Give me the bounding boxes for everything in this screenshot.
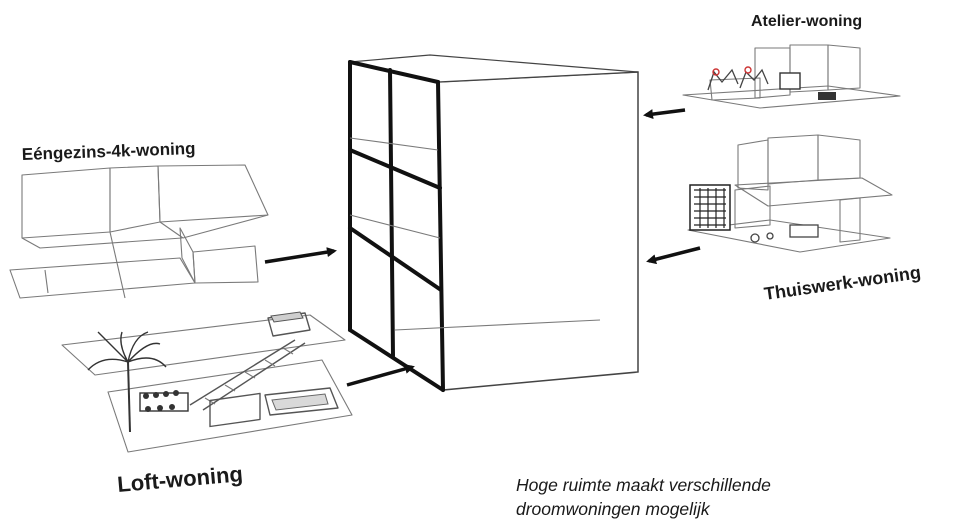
thuiswerk-drawing	[687, 134, 893, 253]
arrow-atelier	[643, 108, 686, 120]
arrow-thuiswerk	[646, 246, 701, 265]
label-loft: Loft-woning	[116, 461, 244, 497]
arrow-eengezins	[264, 247, 337, 264]
caption-line-1: Hoge ruimte maakt verschillende	[516, 475, 771, 495]
building-right-face	[437, 71, 639, 391]
eengezins-drawing	[9, 164, 269, 299]
label-eengezins: Eéngezins-4k-woning	[21, 139, 195, 164]
caption-line-2: droomwoningen mogelijk	[516, 499, 711, 519]
central-building	[348, 54, 639, 392]
atelier-drawing	[682, 44, 901, 109]
label-thuiswerk: Thuiswerk-woning	[763, 262, 922, 304]
arrow-loft	[346, 364, 415, 387]
loft-drawing	[61, 311, 353, 453]
label-atelier: Atelier-woning	[751, 13, 862, 30]
